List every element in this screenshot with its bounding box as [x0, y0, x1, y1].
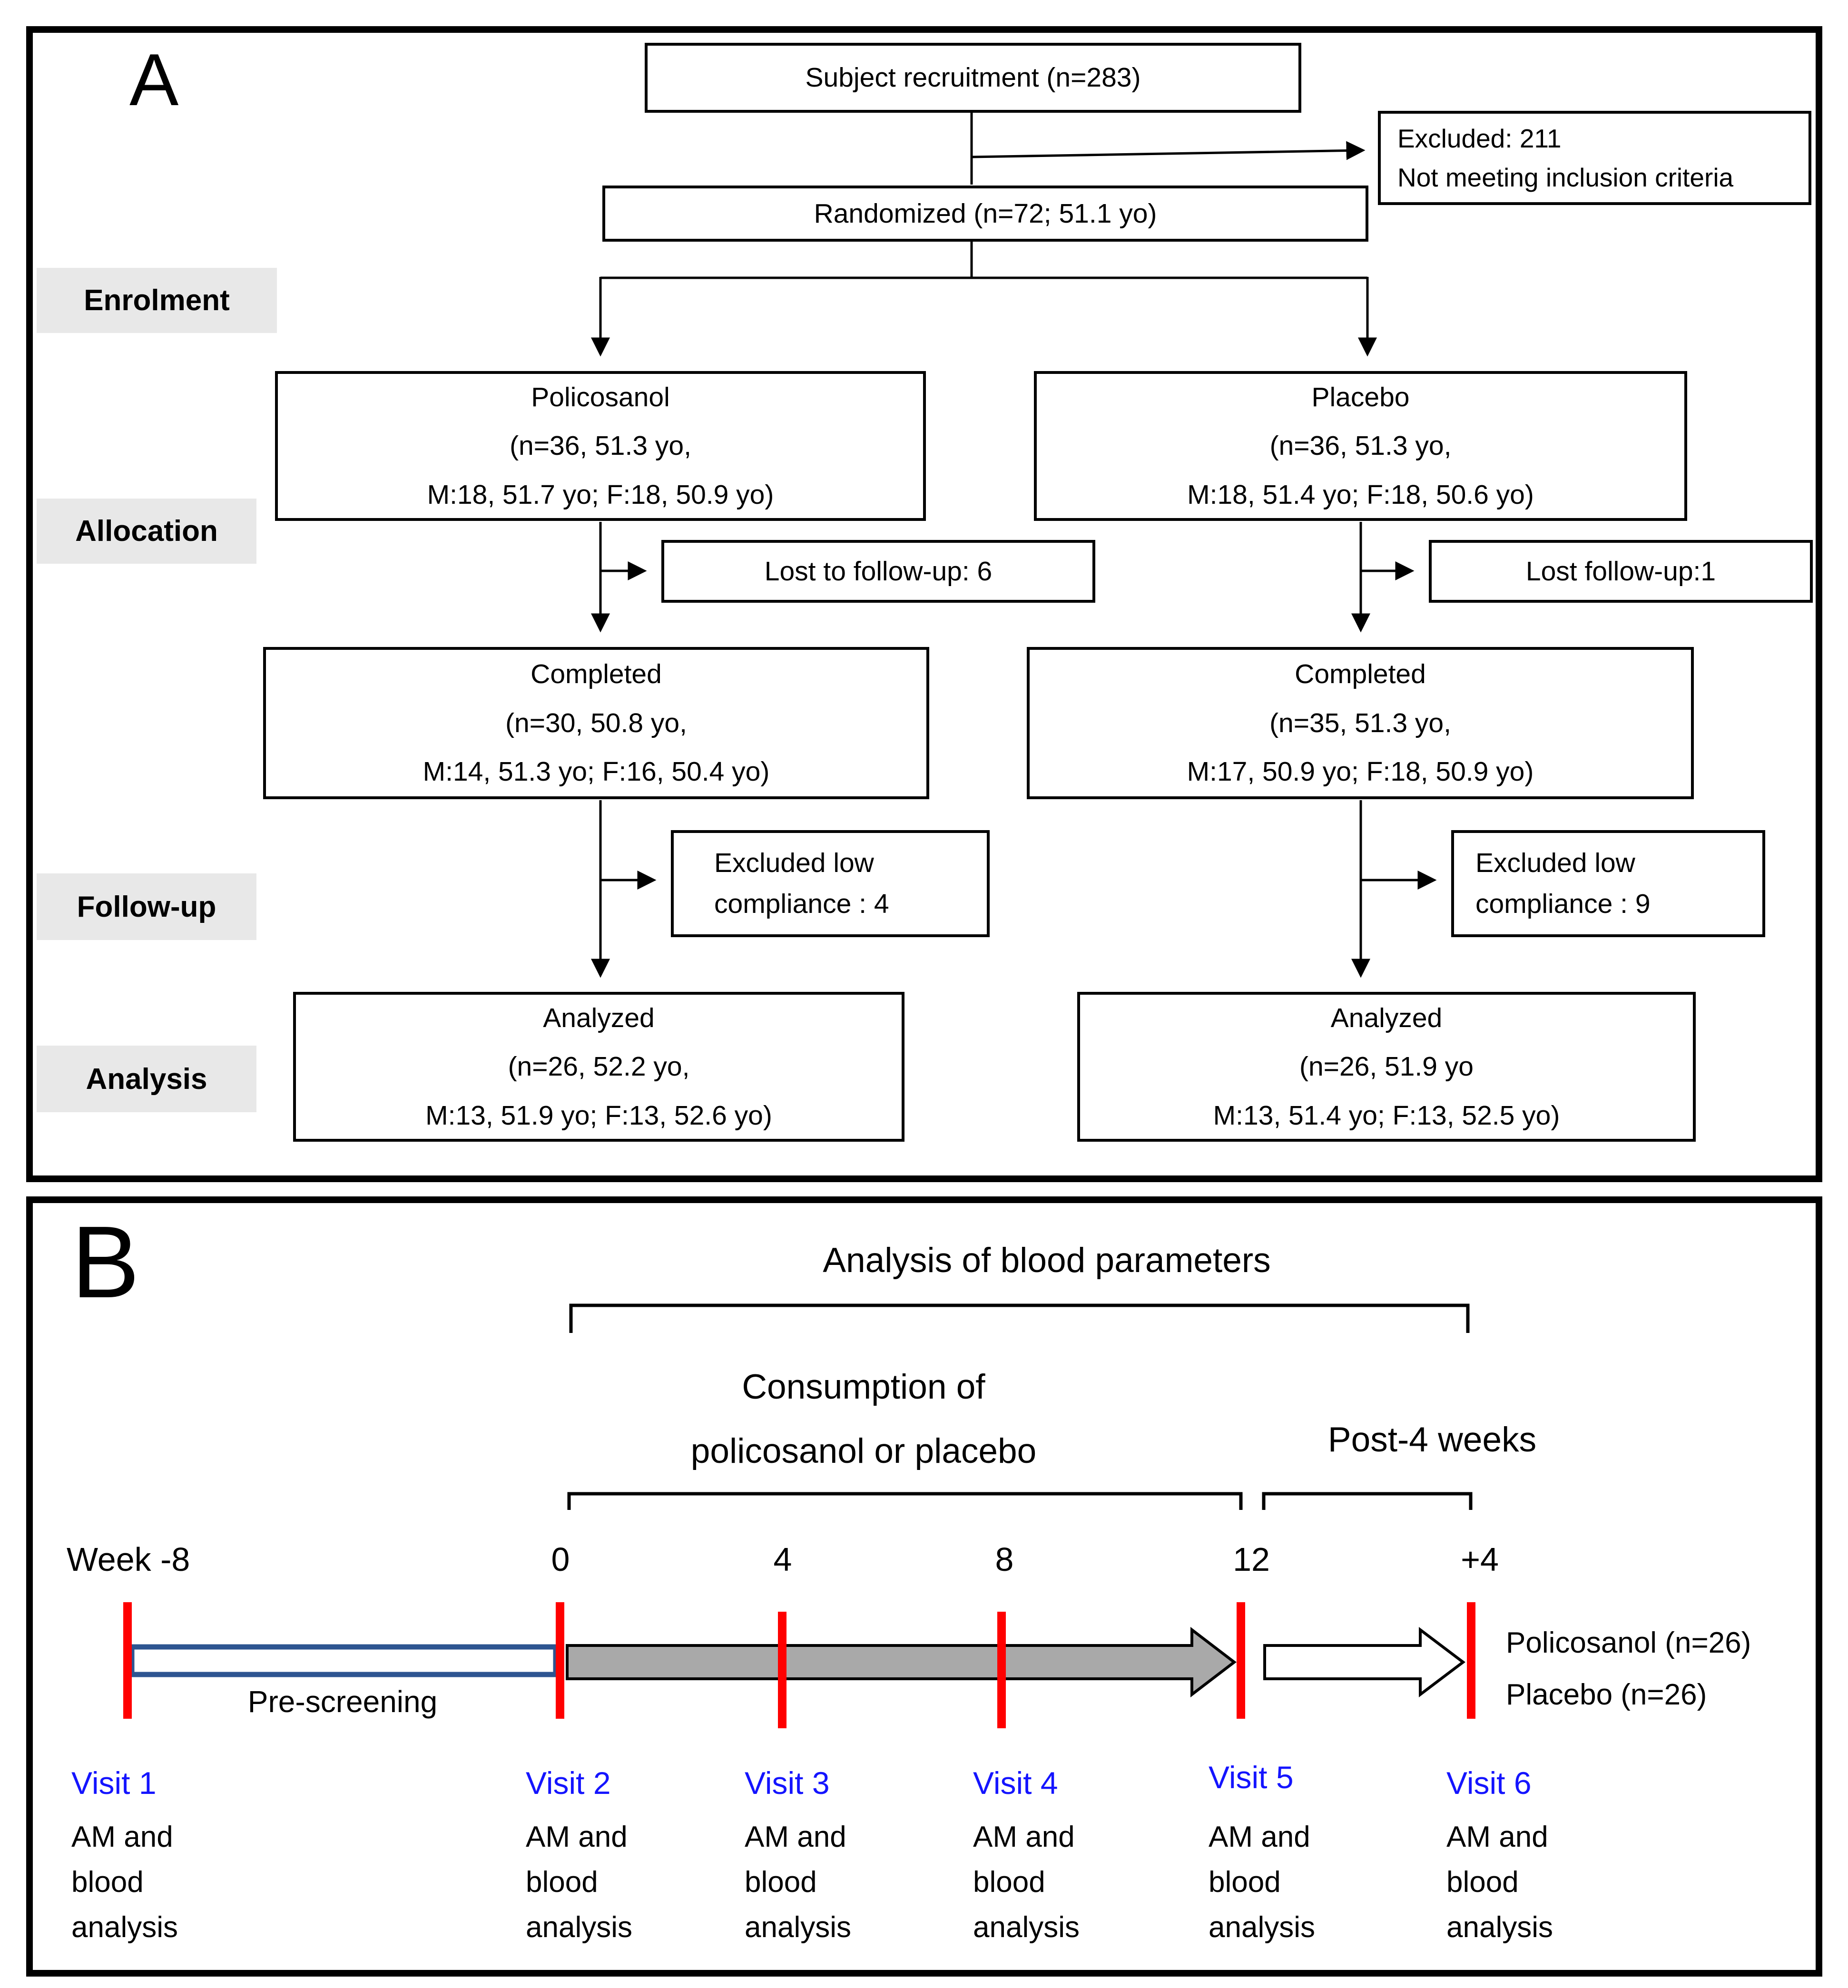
bracket-consumption [567, 1492, 1243, 1510]
visit-3-label: Visit 3 [745, 1765, 830, 1801]
week-8-label: 8 [995, 1541, 1014, 1578]
stage-label-enrolment: Enrolment [37, 268, 277, 333]
box-completed-right: Completed (n=35, 51.3 yo, M:17, 50.9 yo;… [1027, 647, 1694, 799]
panel-a-label: A [129, 39, 179, 121]
week-axis-label: Week -8 [67, 1541, 190, 1578]
consumption-label: Consumption of policosanol or placebo [690, 1368, 1037, 1471]
visit-3-desc: AM and blood analysis [745, 1821, 851, 1944]
post-4-weeks-label: Post-4 weeks [1327, 1420, 1537, 1459]
connector-excluded-arrow [971, 141, 1366, 160]
flowchart-connectors [591, 113, 1437, 978]
box-completed-left: Completed (n=30, 50.8 yo, M:14, 51.3 yo;… [263, 647, 929, 799]
week-12-label: 12 [1233, 1541, 1270, 1578]
box-lost-followup-left: Lost to follow-up: 6 [661, 540, 1095, 603]
visit-tick-marks [123, 1602, 1475, 1728]
visit-4-desc: AM and blood analysis [973, 1821, 1080, 1944]
panel-b-border [26, 1196, 1822, 1977]
visit-6-label: Visit 6 [1446, 1765, 1532, 1801]
panel-b-label: B [71, 1205, 140, 1319]
pre-screening-bar [129, 1644, 559, 1677]
box-excluded: Excluded: 211 Not meeting inclusion crit… [1378, 111, 1811, 205]
stage-label-analysis: Analysis [37, 1046, 256, 1112]
stage-label-allocation: Allocation [37, 499, 256, 564]
week-0-label: 0 [551, 1541, 570, 1578]
week-plus4-label: +4 [1461, 1541, 1499, 1578]
box-lost-followup-right: Lost follow-up:1 [1429, 540, 1813, 603]
visit-6-desc: AM and blood analysis [1446, 1821, 1553, 1944]
timeline-brackets [567, 1303, 1473, 1510]
box-excluded-low-compliance-right: Excluded low compliance : 9 [1451, 830, 1765, 937]
arrow-end-groups-label: Policosanol (n=26) Placebo (n=26) [1506, 1626, 1751, 1711]
box-analyzed-left: Analyzed (n=26, 52.2 yo, M:13, 51.9 yo; … [293, 992, 904, 1142]
bracket-post4weeks [1262, 1492, 1473, 1510]
box-excluded-low-compliance-left: Excluded low compliance : 4 [671, 830, 990, 937]
visit-5-desc: AM and blood analysis [1209, 1821, 1315, 1944]
box-subject-recruitment: Subject recruitment (n=283) [645, 43, 1301, 113]
pre-screening-label: Pre-screening [247, 1684, 438, 1719]
box-policosanol-group: Policosanol (n=36, 51.3 yo, M:18, 51.7 y… [275, 371, 926, 521]
week-4-label: 4 [773, 1541, 792, 1578]
visit-1-label: Visit 1 [71, 1765, 157, 1801]
visit-5-label: Visit 5 [1209, 1760, 1294, 1795]
box-randomized: Randomized (n=72; 51.1 yo) [602, 186, 1368, 242]
visit-2-label: Visit 2 [526, 1765, 611, 1801]
blood-parameters-title: Analysis of blood parameters [823, 1241, 1271, 1280]
visit-1-desc: AM and blood analysis [71, 1821, 178, 1944]
stage-label-followup: Follow-up [37, 873, 256, 940]
consumption-arrow [566, 1626, 1237, 1698]
bracket-blood-parameters [569, 1303, 1470, 1333]
box-placebo-group: Placebo (n=36, 51.3 yo, M:18, 51.4 yo; F… [1034, 371, 1687, 521]
visit-2-desc: AM and blood analysis [526, 1821, 632, 1944]
panel-a-border [26, 26, 1822, 1182]
visit-4-label: Visit 4 [973, 1765, 1058, 1801]
box-analyzed-right: Analyzed (n=26, 51.9 yo M:13, 51.4 yo; F… [1077, 992, 1696, 1142]
post-period-arrow [1263, 1626, 1465, 1698]
